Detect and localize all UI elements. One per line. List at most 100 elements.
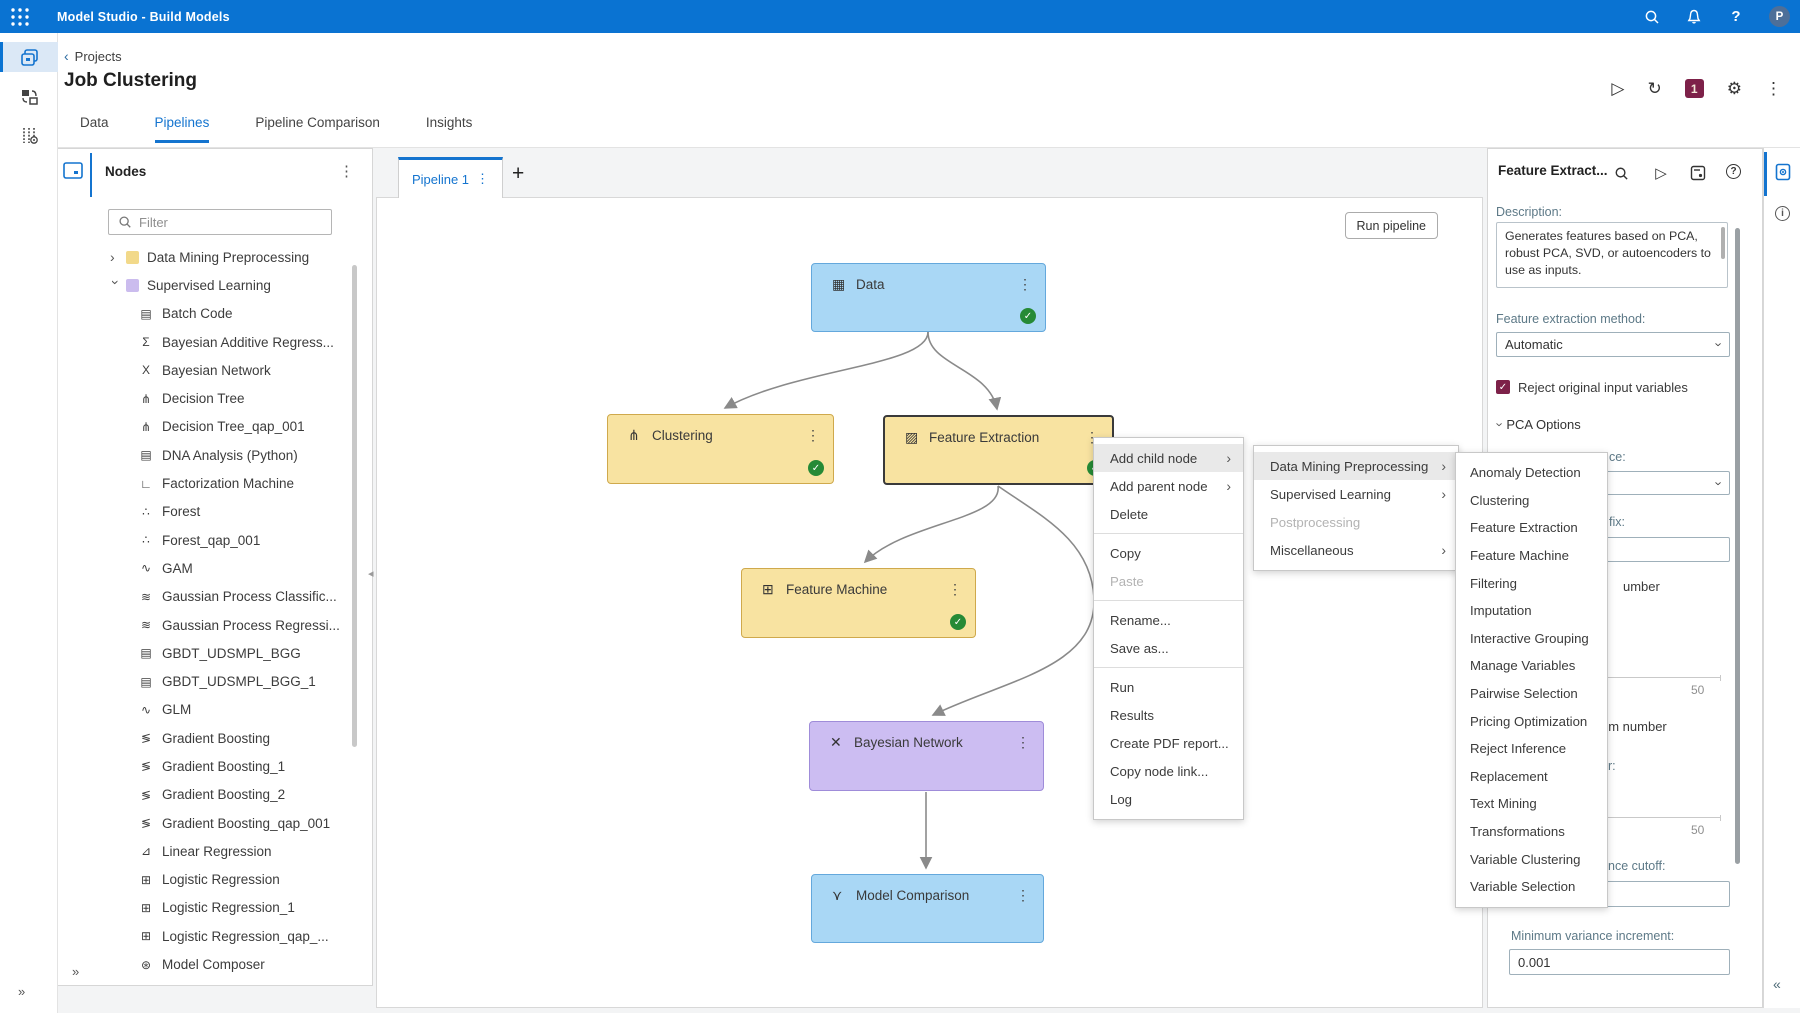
- menu-item-reject-inference[interactable]: Reject Inference: [1456, 735, 1607, 763]
- caret-icon[interactable]: ›: [108, 280, 124, 286]
- tree-item-glm[interactable]: ∿GLM: [58, 696, 358, 724]
- node-kebab-icon[interactable]: ⋮: [806, 427, 820, 443]
- nav-exchange[interactable]: [0, 81, 58, 111]
- run-node-icon[interactable]: ▷: [1655, 165, 1667, 182]
- tree-item-gradient-boosting-2[interactable]: ≶Gradient Boosting_2: [58, 781, 358, 809]
- tree-item-logistic-regression[interactable]: ⊞Logistic Regression: [58, 866, 358, 894]
- menu-item-feature-machine[interactable]: Feature Machine: [1456, 542, 1607, 570]
- add-pipeline-button[interactable]: +: [512, 162, 525, 185]
- menu-item-delete[interactable]: Delete: [1094, 500, 1243, 528]
- caret-icon[interactable]: ›: [110, 249, 115, 266]
- menu-item-data-mining-preprocessing[interactable]: Data Mining Preprocessing›: [1254, 452, 1458, 480]
- pipeline-node-feature-extraction[interactable]: ▨Feature Extraction⋮✓: [883, 415, 1114, 485]
- description-scrollbar[interactable]: [1721, 227, 1725, 259]
- user-avatar[interactable]: P: [1769, 6, 1790, 27]
- tree-item-factorization-machine[interactable]: ∟Factorization Machine: [58, 469, 358, 497]
- nodes-panel-kebab-icon[interactable]: ⋮: [339, 163, 354, 180]
- tree-item-gbdt-udsmpl-bgg[interactable]: ▤GBDT_UDSMPL_BGG: [58, 639, 358, 667]
- save-node-icon[interactable]: [1689, 164, 1707, 182]
- menu-item-create-pdf-report[interactable]: Create PDF report...: [1094, 729, 1243, 757]
- menu-item-rename[interactable]: Rename...: [1094, 606, 1243, 634]
- menu-item-transformations[interactable]: Transformations: [1456, 818, 1607, 846]
- tree-item-gam[interactable]: ∿GAM: [58, 554, 358, 582]
- menu-item-run[interactable]: Run: [1094, 673, 1243, 701]
- tree-item-gbdt-udsmpl-bgg-1[interactable]: ▤GBDT_UDSMPL_BGG_1: [58, 667, 358, 695]
- node-kebab-icon[interactable]: ⋮: [948, 581, 962, 597]
- gear-icon[interactable]: ⚙: [1726, 79, 1742, 98]
- menu-item-miscellaneous[interactable]: Miscellaneous›: [1254, 536, 1458, 564]
- tree-item-dna-analysis-python[interactable]: ▤DNA Analysis (Python): [58, 441, 358, 469]
- tree-item-decision-tree[interactable]: ⋔Decision Tree: [58, 384, 358, 412]
- nodes-panel-scrollbar[interactable]: [352, 265, 357, 747]
- menu-item-copy[interactable]: Copy: [1094, 539, 1243, 567]
- tree-item-batch-code[interactable]: ▤Batch Code: [58, 300, 358, 328]
- tab-pipeline-1[interactable]: Pipeline 1 ⋮: [398, 157, 503, 198]
- menu-item-save-as[interactable]: Save as...: [1094, 634, 1243, 662]
- tree-item-linear-regression[interactable]: ⊿Linear Regression: [58, 837, 358, 865]
- menu-item-copy-node-link[interactable]: Copy node link...: [1094, 757, 1243, 785]
- menu-item-clustering[interactable]: Clustering: [1456, 487, 1607, 515]
- filter-field[interactable]: [108, 209, 332, 235]
- pipeline-node-data[interactable]: ▦Data⋮✓: [811, 263, 1046, 332]
- info-icon[interactable]: i: [1775, 206, 1790, 221]
- node-kebab-icon[interactable]: ⋮: [1016, 734, 1030, 750]
- tree-group-supervised-learning[interactable]: ›Supervised Learning: [58, 271, 358, 299]
- menu-item-variable-clustering[interactable]: Variable Clustering: [1456, 845, 1607, 873]
- notifications-bell-icon[interactable]: [1685, 8, 1703, 26]
- method-select[interactable]: Automatic ›: [1496, 332, 1730, 357]
- collapse-panel-icon[interactable]: [63, 162, 83, 180]
- menu-item-variable-selection[interactable]: Variable Selection: [1456, 873, 1607, 901]
- panel-help-icon[interactable]: ?: [1726, 164, 1741, 179]
- pca-options-section-toggle[interactable]: ›PCA Options: [1492, 417, 1581, 432]
- pipeline-node-clustering[interactable]: ⋔Clustering⋮✓: [607, 414, 834, 484]
- menu-item-interactive-grouping[interactable]: Interactive Grouping: [1456, 625, 1607, 653]
- collapse-canvas-handle-icon[interactable]: ◂: [368, 568, 374, 580]
- tab-insights[interactable]: Insights: [425, 115, 473, 130]
- tree-item-gradient-boosting-1[interactable]: ≶Gradient Boosting_1: [58, 752, 358, 780]
- run-project-icon[interactable]: ▷: [1611, 79, 1625, 98]
- nav-build-models[interactable]: [0, 42, 58, 72]
- app-launcher-icon[interactable]: [10, 7, 30, 27]
- refresh-icon[interactable]: ↻: [1647, 79, 1662, 98]
- menu-item-log[interactable]: Log: [1094, 785, 1243, 813]
- panel-scrollbar[interactable]: [1735, 228, 1740, 864]
- tab-pipelines[interactable]: Pipelines: [154, 115, 210, 143]
- menu-item-imputation[interactable]: Imputation: [1456, 597, 1607, 625]
- tree-item-logistic-regression-qap[interactable]: ⊞Logistic Regression_qap_...: [58, 922, 358, 950]
- tree-item-gaussian-process-classific[interactable]: ≋Gaussian Process Classific...: [58, 583, 358, 611]
- menu-item-supervised-learning[interactable]: Supervised Learning›: [1254, 480, 1458, 508]
- filter-input[interactable]: [139, 214, 309, 230]
- pipeline-tab-kebab-icon[interactable]: ⋮: [476, 171, 490, 186]
- menu-item-add-child-node[interactable]: Add child node›: [1094, 444, 1243, 472]
- tree-item-forest-qap-001[interactable]: ∴Forest_qap_001: [58, 526, 358, 554]
- tree-item-logistic-regression-1[interactable]: ⊞Logistic Regression_1: [58, 894, 358, 922]
- breadcrumb[interactable]: ‹Projects: [64, 48, 122, 64]
- menu-item-pricing-optimization[interactable]: Pricing Optimization: [1456, 707, 1607, 735]
- menu-item-feature-extraction[interactable]: Feature Extraction: [1456, 514, 1607, 542]
- run-pipeline-button[interactable]: Run pipeline: [1344, 212, 1438, 239]
- min-variance-input[interactable]: 0.001: [1509, 949, 1730, 975]
- tree-group-data-mining-preprocessing[interactable]: ›Data Mining Preprocessing: [58, 243, 358, 271]
- help-icon[interactable]: ?: [1731, 8, 1741, 25]
- tab-data[interactable]: Data: [80, 115, 109, 130]
- menu-item-manage-variables[interactable]: Manage Variables: [1456, 652, 1607, 680]
- menu-item-replacement[interactable]: Replacement: [1456, 763, 1607, 791]
- search-icon[interactable]: [1643, 8, 1661, 26]
- pipeline-canvas[interactable]: ◂ Run pipeline ▦Data⋮✓ ⋔Clustering⋮✓ ▨Feat…: [368, 197, 1483, 1008]
- tree-item-model-composer[interactable]: ⊛Model Composer: [58, 950, 358, 978]
- notification-count-badge[interactable]: 1: [1684, 79, 1704, 98]
- expand-panel-chevrons[interactable]: »: [72, 964, 80, 979]
- menu-item-add-parent-node[interactable]: Add parent node›: [1094, 472, 1243, 500]
- menu-item-pairwise-selection[interactable]: Pairwise Selection: [1456, 680, 1607, 708]
- tree-item-decision-tree-qap-001[interactable]: ⋔Decision Tree_qap_001: [58, 413, 358, 441]
- node-kebab-icon[interactable]: ⋮: [1016, 887, 1030, 903]
- pca-field5-slider[interactable]: [1601, 815, 1721, 821]
- tree-item-gradient-boosting-qap-001[interactable]: ≶Gradient Boosting_qap_001: [58, 809, 358, 837]
- menu-item-filtering[interactable]: Filtering: [1456, 569, 1607, 597]
- reject-inputs-checkbox[interactable]: ✓: [1496, 380, 1510, 394]
- tab-pipeline-comparison[interactable]: Pipeline Comparison: [255, 115, 380, 130]
- collapse-panel-chevrons[interactable]: «: [1773, 976, 1781, 992]
- tree-item-gaussian-process-regressi[interactable]: ≋Gaussian Process Regressi...: [58, 611, 358, 639]
- pipeline-node-model-comparison[interactable]: ⋎Model Comparison⋮: [811, 874, 1044, 943]
